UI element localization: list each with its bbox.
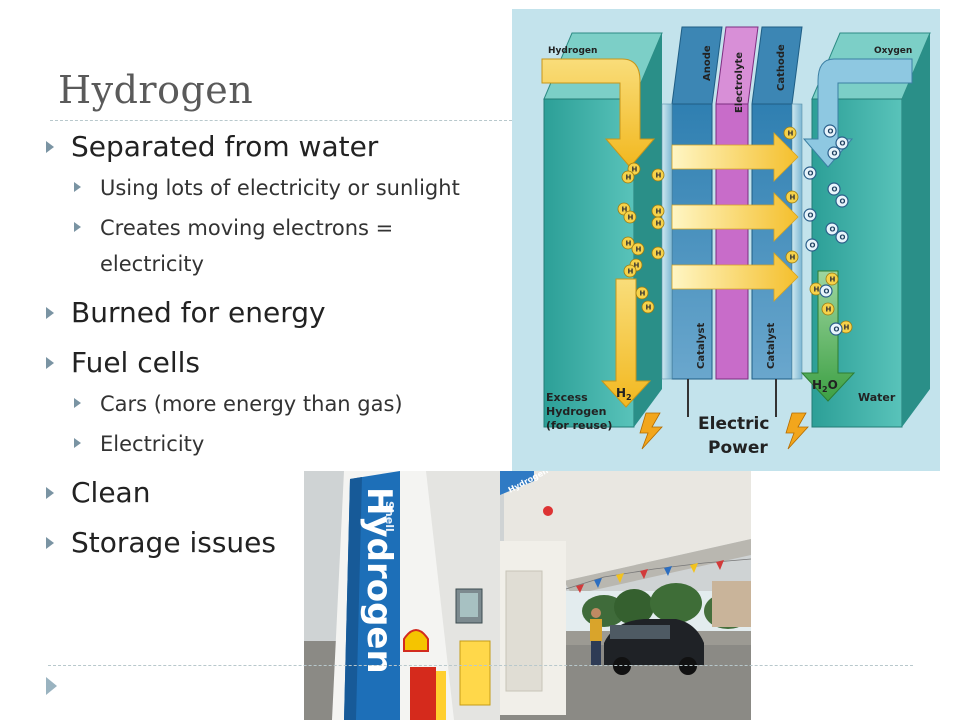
svg-text:H: H <box>826 306 832 314</box>
h2-label: H2 <box>616 386 632 402</box>
svg-text:H: H <box>656 172 662 180</box>
svg-text:H: H <box>656 208 662 216</box>
svg-text:H: H <box>844 324 850 332</box>
bullet-triangle-icon <box>74 438 81 448</box>
bullet-item: Fuel cells <box>46 344 466 382</box>
svg-text:H: H <box>790 194 796 202</box>
svg-text:O: O <box>810 242 816 250</box>
svg-text:O: O <box>840 140 846 148</box>
svg-text:H: H <box>656 220 662 228</box>
bullet-list: Separated from water Using lots of elect… <box>46 128 466 562</box>
slide-title: Hydrogen <box>58 68 254 112</box>
bullet-text: Clean <box>71 476 151 509</box>
bullet-text: Separated from water <box>71 130 379 163</box>
lightning-icon <box>639 412 663 450</box>
h2o-label: H2O <box>812 378 838 394</box>
sub-bullet-text: Electricity <box>100 432 205 456</box>
bullet-item: Burned for energy <box>46 294 466 332</box>
sub-bullet-item: Electricity <box>46 426 466 462</box>
fuel-cell-svg: H H H H H H H H H H H H H H H H H H H H <box>541 26 931 458</box>
svg-text:H: H <box>632 166 638 174</box>
svg-text:O: O <box>834 326 840 334</box>
pump-sign-text: Hydrogen <box>359 487 399 674</box>
electric-power-line1: Electric <box>698 414 769 434</box>
title-divider <box>50 120 512 121</box>
anode-label: Anode <box>702 45 713 81</box>
bullet-triangle-icon <box>74 398 81 408</box>
svg-text:O: O <box>830 226 836 234</box>
lightning-icon <box>785 412 809 450</box>
bullet-triangle-icon <box>74 222 81 232</box>
bullet-item: Separated from water <box>46 128 466 166</box>
hydrogen-label: Hydrogen <box>548 46 597 56</box>
svg-text:O: O <box>808 212 814 220</box>
bullet-item: Clean <box>46 474 466 512</box>
bullet-triangle-icon <box>46 307 54 319</box>
excess-label-line3: (for reuse) <box>546 419 612 432</box>
svg-text:H: H <box>788 130 794 138</box>
cathode-label: Cathode <box>776 44 787 91</box>
bullet-triangle-icon <box>46 487 54 499</box>
svg-text:H: H <box>790 254 796 262</box>
svg-text:H: H <box>636 246 642 254</box>
svg-text:O: O <box>828 128 834 136</box>
sub-bullet-item: Using lots of electricity or sunlight <box>46 170 466 206</box>
svg-text:H: H <box>634 262 640 270</box>
nav-arrow-icon <box>46 677 57 695</box>
hydrogen-station-photo: Hydrogen Shell Hydrogen <box>304 471 751 720</box>
bullet-text: Fuel cells <box>71 346 200 379</box>
svg-text:H: H <box>622 206 628 214</box>
sub-bullet-text: Creates moving electrons = electricity <box>100 216 394 276</box>
svg-text:H: H <box>814 286 820 294</box>
oxygen-atoms: O O O O O O O O O O O O <box>803 124 849 336</box>
svg-text:H: H <box>626 174 632 182</box>
pump-brand-text: Shell <box>383 501 396 532</box>
excess-label-line1: Excess <box>546 391 588 404</box>
catalyst-left-label: Catalyst <box>696 322 707 369</box>
bullet-triangle-icon <box>46 537 54 549</box>
shell-logo-icon <box>403 629 429 652</box>
bullet-triangle-icon <box>46 357 54 369</box>
svg-text:O: O <box>808 170 814 178</box>
bullet-triangle-icon <box>46 141 54 153</box>
bullet-text: Storage issues <box>71 526 276 559</box>
sub-bullet-text: Using lots of electricity or sunlight <box>100 176 460 200</box>
svg-text:H: H <box>628 268 634 276</box>
svg-text:O: O <box>824 288 830 296</box>
bullet-text: Burned for energy <box>71 296 326 329</box>
bullet-item: Storage issues <box>46 524 466 562</box>
catalyst-right-label: Catalyst <box>766 322 777 369</box>
svg-text:H: H <box>640 290 646 298</box>
water-label: Water <box>858 391 896 404</box>
bullet-triangle-icon <box>74 182 81 192</box>
svg-text:O: O <box>832 186 838 194</box>
sub-bullet-item: Cars (more energy than gas) <box>46 386 466 422</box>
sub-bullet-text: Cars (more energy than gas) <box>100 392 403 416</box>
svg-text:H: H <box>830 276 836 284</box>
sub-bullet-item: Creates moving electrons = electricity <box>46 210 466 282</box>
oxygen-label: Oxygen <box>874 46 912 56</box>
svg-text:O: O <box>840 198 846 206</box>
svg-text:H: H <box>656 250 662 258</box>
svg-text:H: H <box>628 214 634 222</box>
fuel-cell-diagram: H H H H H H H H H H H H H H H H H H H H <box>512 9 940 471</box>
station-photo-svg: Hydrogen Shell Hydrogen <box>304 471 751 720</box>
electrolyte-label: Electrolyte <box>734 52 745 113</box>
svg-text:H: H <box>626 240 632 248</box>
svg-text:O: O <box>832 150 838 158</box>
excess-label-line2: Hydrogen <box>546 405 606 418</box>
svg-text:O: O <box>840 234 846 242</box>
footer-divider <box>48 665 913 666</box>
svg-text:H: H <box>646 304 652 312</box>
electric-power-line2: Power <box>708 438 768 458</box>
